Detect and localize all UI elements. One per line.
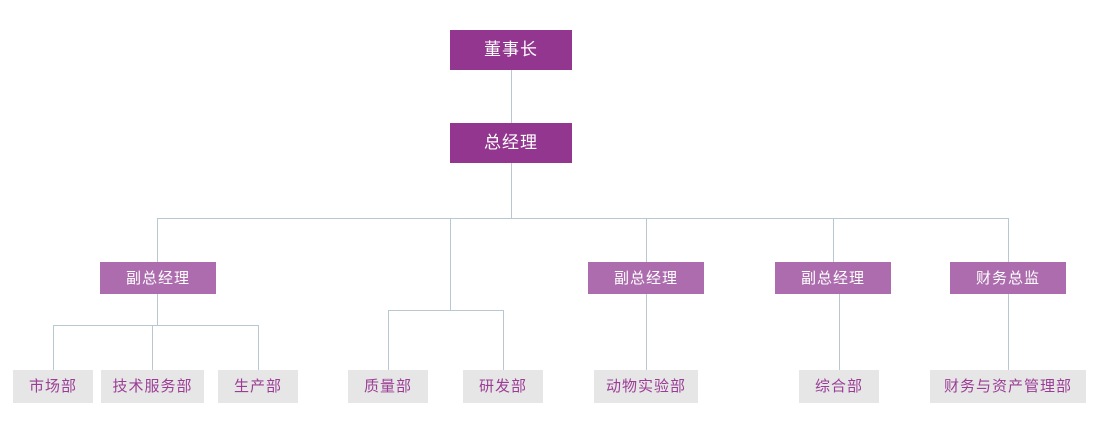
node-general-manager-label: 总经理 [484, 132, 538, 153]
node-dept-2-label: 技术服务部 [112, 377, 193, 395]
node-dept-3-label: 生产部 [233, 377, 282, 395]
node-exec-1[interactable]: 副总经理 [100, 262, 216, 294]
node-exec-3[interactable]: 副总经理 [775, 262, 891, 294]
connector-drop-dept-5 [503, 310, 504, 370]
connector-exec-3-to-dept-7 [839, 294, 840, 370]
connector-drop-dept-2 [152, 325, 153, 370]
connector-drop-exec-2 [646, 218, 647, 262]
connector-exec-1-stem [157, 294, 158, 325]
connector-exec-2-to-dept-6 [646, 294, 647, 370]
node-dept-1[interactable]: 市场部 [13, 370, 93, 403]
node-dept-1-label: 市场部 [28, 377, 77, 395]
node-dept-2[interactable]: 技术服务部 [101, 370, 204, 403]
node-exec-4-label: 财务总监 [975, 268, 1040, 287]
connector-exec-4-to-dept-8 [1008, 294, 1009, 370]
connector-drop-dept-4 [388, 310, 389, 370]
node-dept-3[interactable]: 生产部 [218, 370, 298, 403]
node-chairman-label: 董事长 [484, 39, 538, 60]
connector-middle-branch-bus [388, 310, 504, 311]
node-dept-4-label: 质量部 [363, 377, 412, 395]
node-dept-8-label: 财务与资产管理部 [943, 377, 1072, 395]
connector-exec-1-bus [53, 325, 258, 326]
connector-drop-middle-branch [450, 218, 451, 310]
node-dept-7-label: 综合部 [814, 377, 863, 395]
connector-drop-exec-4 [1008, 218, 1009, 262]
connector-level3-bus [157, 218, 1009, 219]
node-exec-2-label: 副总经理 [613, 268, 678, 287]
node-exec-1-label: 副总经理 [125, 268, 190, 287]
node-chairman[interactable]: 董事长 [450, 30, 572, 70]
node-dept-7[interactable]: 综合部 [799, 370, 879, 403]
node-general-manager[interactable]: 总经理 [450, 123, 572, 163]
node-dept-5[interactable]: 研发部 [463, 370, 543, 403]
node-exec-3-label: 副总经理 [800, 268, 865, 287]
connector-drop-exec-1 [157, 218, 158, 262]
node-exec-4[interactable]: 财务总监 [950, 262, 1066, 294]
connector-drop-dept-1 [53, 325, 54, 370]
connector-drop-dept-3 [258, 325, 259, 370]
connector-drop-exec-3 [833, 218, 834, 262]
node-dept-5-label: 研发部 [478, 377, 527, 395]
node-dept-6[interactable]: 动物实验部 [594, 370, 698, 403]
node-dept-6-label: 动物实验部 [605, 377, 686, 395]
connector-gm-stem [511, 163, 512, 218]
connector-chairman-to-gm [511, 70, 512, 123]
node-exec-2[interactable]: 副总经理 [588, 262, 704, 294]
node-dept-8[interactable]: 财务与资产管理部 [930, 370, 1086, 403]
node-dept-4[interactable]: 质量部 [348, 370, 428, 403]
